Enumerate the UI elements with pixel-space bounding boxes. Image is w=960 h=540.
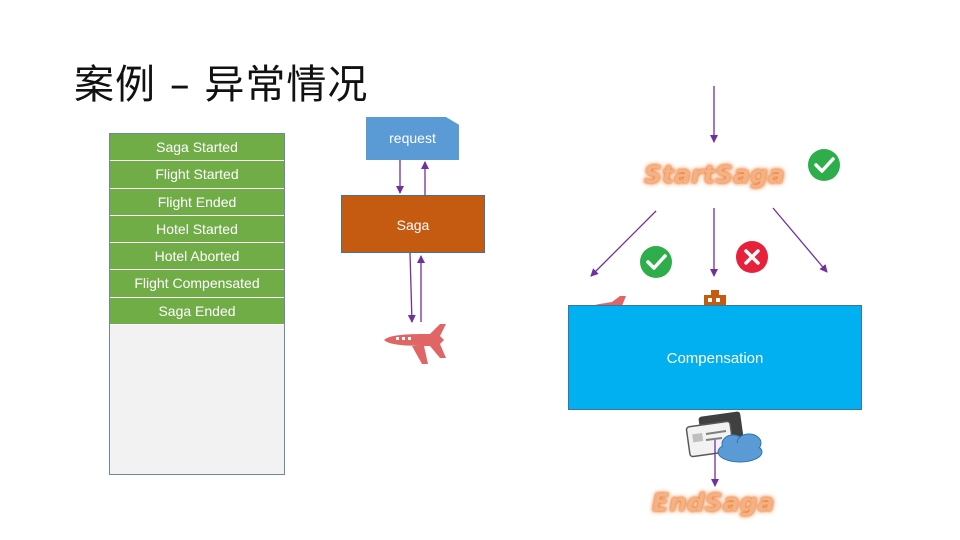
log-entry-hotel-started: Hotel Started: [110, 215, 284, 244]
request-box: request: [366, 117, 459, 160]
start-to-payment-arrow: [772, 207, 828, 273]
hotel-icon: [704, 290, 726, 307]
cloud-icon: [717, 433, 763, 463]
compensation-box: Compensation: [568, 305, 862, 410]
log-entry-saga-ended: Saga Ended: [110, 297, 284, 326]
saga-to-flight-arrow: [407, 252, 416, 323]
start-saga-label: StartSaga: [644, 160, 785, 189]
log-entry-flight-ended: Flight Ended: [110, 188, 284, 216]
log-entry-hotel-aborted: Hotel Aborted: [110, 243, 284, 271]
page-title: 案例 – 异常情况: [74, 62, 369, 108]
saga-box: Saga: [341, 195, 485, 253]
end-saga-label: EndSaga: [652, 488, 775, 517]
saga-log-table: Saga Started Flight Started Flight Ended…: [109, 133, 285, 475]
check-icon: [808, 149, 840, 181]
log-entry-flight-started: Flight Started: [110, 161, 284, 189]
start-to-flight-arrow: [590, 210, 657, 277]
airplane-icon: [384, 324, 446, 364]
check-icon: [640, 246, 672, 278]
cross-icon: [736, 241, 768, 273]
log-entry-saga-started: Saga Started: [110, 134, 284, 162]
log-entry-flight-compensated: Flight Compensated: [110, 270, 284, 298]
